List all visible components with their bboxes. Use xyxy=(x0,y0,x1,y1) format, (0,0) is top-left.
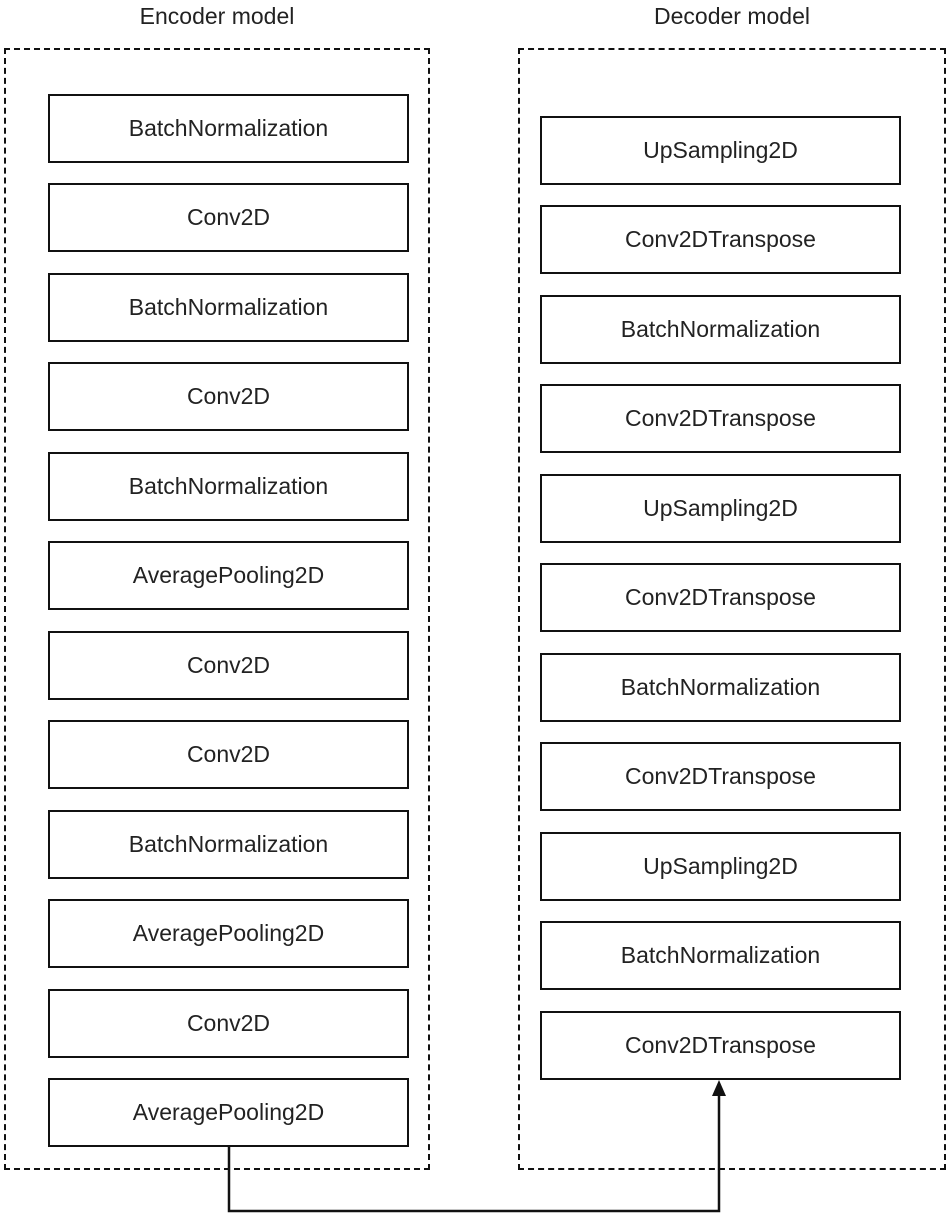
encoder-group-frame xyxy=(4,48,430,1170)
decoder-layer-4: Conv2DTranspose xyxy=(540,384,901,453)
decoder-layer-10: BatchNormalization xyxy=(540,921,901,990)
decoder-layer-3: BatchNormalization xyxy=(540,295,901,364)
decoder-layer-9: UpSampling2D xyxy=(540,832,901,901)
decoder-group-frame xyxy=(518,48,946,1170)
decoder-layer-2: Conv2DTranspose xyxy=(540,205,901,274)
encoder-title: Encoder model xyxy=(139,3,295,29)
encoder-layer-5: BatchNormalization xyxy=(48,452,409,521)
encoder-layer-8: Conv2D xyxy=(48,720,409,789)
encoder-layer-7: Conv2D xyxy=(48,631,409,700)
decoder-title: Decoder model xyxy=(654,3,810,29)
encoder-layer-9: BatchNormalization xyxy=(48,810,409,879)
decoder-layer-7: BatchNormalization xyxy=(540,653,901,722)
decoder-layer-1: UpSampling2D xyxy=(540,116,901,185)
encoder-layer-10: AveragePooling2D xyxy=(48,899,409,968)
encoder-layer-3: BatchNormalization xyxy=(48,273,409,342)
encoder-layer-6: AveragePooling2D xyxy=(48,541,409,610)
encoder-layer-11: Conv2D xyxy=(48,989,409,1058)
encoder-layer-1: BatchNormalization xyxy=(48,94,409,163)
encoder-layer-4: Conv2D xyxy=(48,362,409,431)
decoder-layer-8: Conv2DTranspose xyxy=(540,742,901,811)
decoder-layer-5: UpSampling2D xyxy=(540,474,901,543)
encoder-layer-12: AveragePooling2D xyxy=(48,1078,409,1147)
encoder-layer-2: Conv2D xyxy=(48,183,409,252)
decoder-layer-11: Conv2DTranspose xyxy=(540,1011,901,1080)
decoder-layer-6: Conv2DTranspose xyxy=(540,563,901,632)
